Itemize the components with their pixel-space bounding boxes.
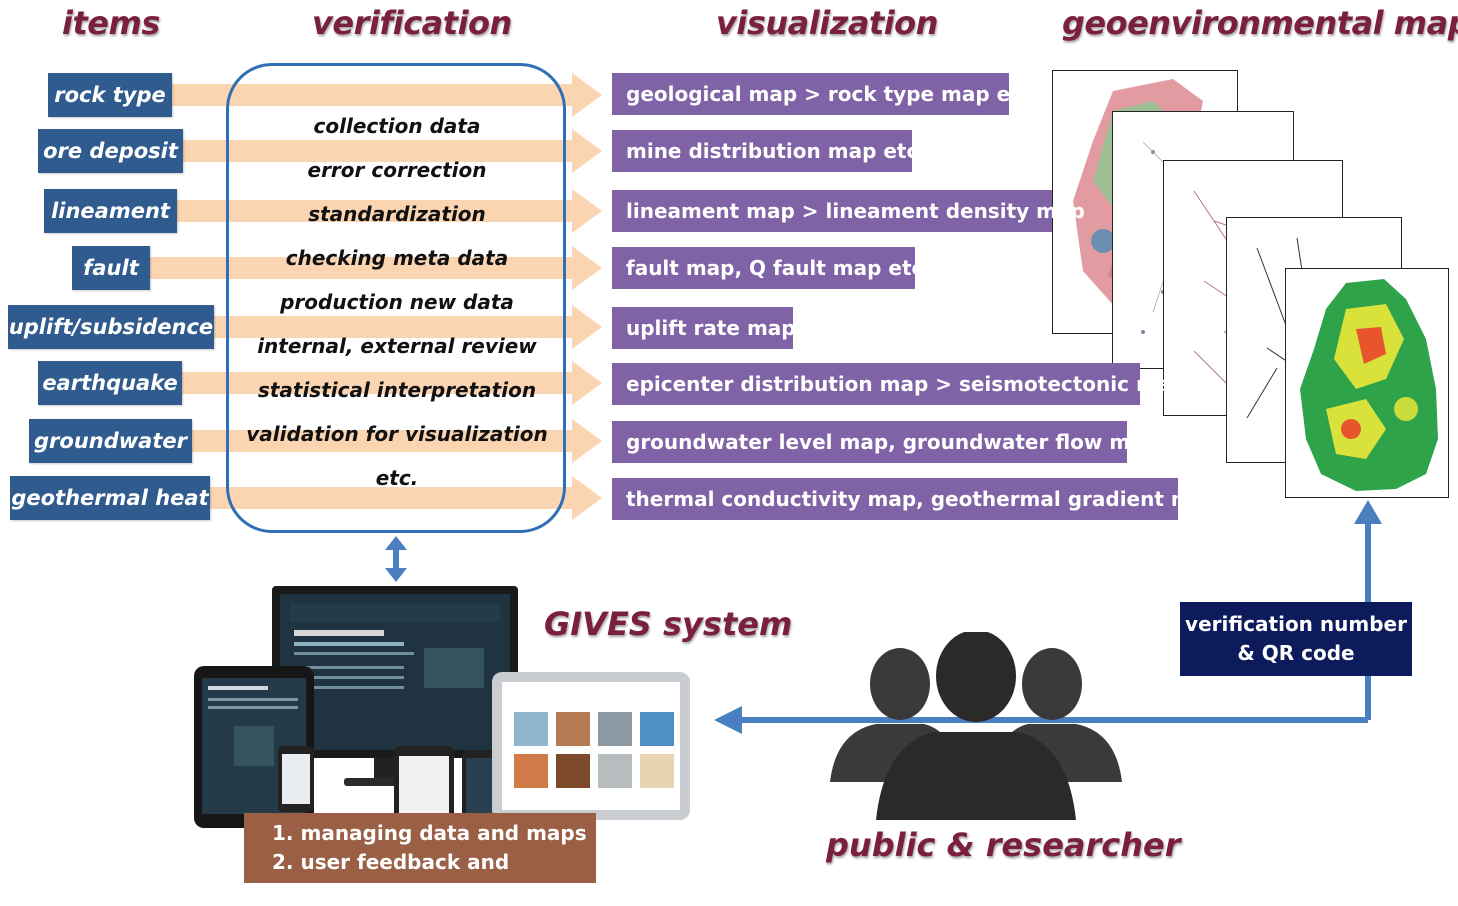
- system-function-item: 1. managing data and maps: [272, 821, 587, 845]
- verification-code-line: verification number: [1185, 612, 1407, 636]
- flow-arrow: [172, 73, 602, 117]
- vis-geological-map: geological map > rock type map etc.: [612, 73, 1039, 115]
- gives-system-title: GIVES system: [544, 605, 793, 643]
- item-fault: fault: [72, 246, 150, 290]
- vis-uplift-rate: uplift rate map: [612, 307, 796, 349]
- users-label: public & researcher: [826, 826, 1181, 864]
- vis-groundwater-map: groundwater level map, groundwater flow …: [612, 421, 1158, 463]
- flow-arrow: [150, 246, 602, 290]
- verification-step: standardization: [308, 202, 486, 226]
- item-rock-type: rock type: [48, 73, 172, 117]
- verification-step: production new data: [280, 290, 514, 314]
- item-groundwater: groundwater: [29, 419, 192, 463]
- vis-epicenter-map: epicenter distribution map > seismotecto…: [612, 363, 1185, 405]
- verification-code-box: verification number & QR code: [1180, 602, 1412, 676]
- header-visualization: visualization: [716, 4, 938, 42]
- item-ore-deposit: ore deposit: [38, 129, 183, 173]
- people-silhouette-icon: [826, 630, 1126, 822]
- devices-mockup-image: [194, 586, 694, 831]
- system-function-item: 2. user feedback and response: [272, 850, 510, 903]
- header-geoenvironmental-maps: geoenvironmental maps: [1062, 4, 1458, 42]
- item-uplift-subsidence: uplift/subsidence: [8, 305, 214, 349]
- vis-thermal-map: thermal conductivity map, geothermal gra…: [612, 478, 1220, 520]
- flow-arrow: [182, 361, 602, 405]
- item-lineament: lineament: [44, 189, 177, 233]
- verification-step: validation for visualization: [246, 422, 548, 446]
- verification-step: collection data: [313, 114, 481, 138]
- korea-map-image: [1285, 268, 1449, 498]
- verification-code-line: & QR code: [1237, 641, 1355, 665]
- flow-arrow: [177, 189, 602, 233]
- flow-arrow: [210, 476, 602, 520]
- flow-arrow: [192, 419, 602, 463]
- vis-mine-distribution: mine distribution map etc.: [612, 130, 926, 172]
- verification-step: etc.: [375, 466, 419, 490]
- system-functions-box: 1. managing data and maps 2. user feedba…: [244, 813, 596, 903]
- item-earthquake: earthquake: [38, 361, 182, 405]
- vis-fault-map: fault map, Q fault map etc.: [612, 247, 931, 289]
- item-geothermal-heat: geothermal heat: [10, 476, 210, 520]
- header-items: items: [62, 4, 160, 42]
- verification-step: checking meta data: [285, 246, 509, 270]
- vis-lineament-map: lineament map > lineament density map: [612, 190, 1085, 232]
- verification-step: statistical interpretation: [257, 378, 537, 402]
- header-verification: verification: [312, 4, 512, 42]
- flow-arrow: [214, 305, 602, 349]
- flow-arrow: [183, 129, 602, 173]
- verification-step: internal, external review: [257, 334, 537, 358]
- verification-box: [226, 63, 566, 533]
- verification-step: error correction: [307, 158, 487, 182]
